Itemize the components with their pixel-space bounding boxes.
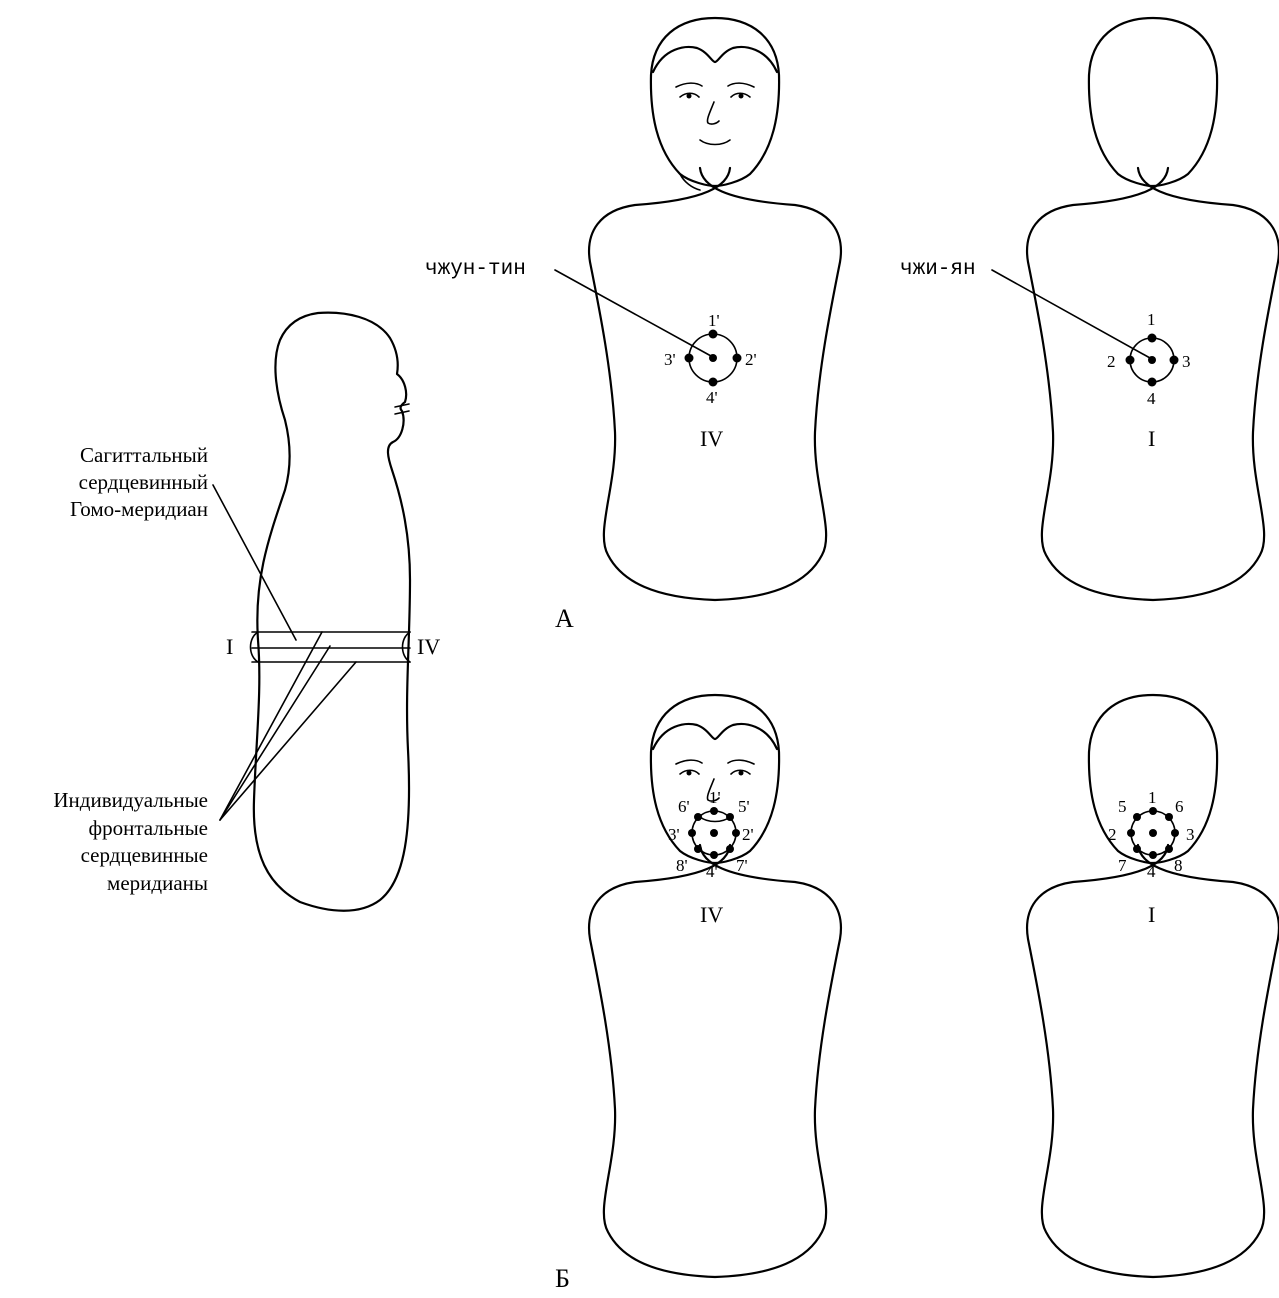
frontal-label-line-1: Индивидуальные: [53, 788, 208, 812]
panel-b: 1' 2' 3' 4' 5' 6' 7' 8' IV: [555, 695, 1279, 1293]
sagittal-label-line-2: сердцевинный: [79, 470, 208, 494]
panel-b-back-roman: I: [1148, 902, 1155, 927]
side-roman-right: IV: [417, 634, 440, 659]
point-3: 3: [1186, 825, 1195, 844]
point-3p: 3': [668, 825, 680, 844]
zhi-yan-label: чжи-ян: [900, 258, 976, 281]
point-5: 5: [1118, 797, 1127, 816]
point-4p: 4': [706, 388, 718, 407]
frontal-label-line-4: меридианы: [107, 871, 208, 895]
sagittal-label-line-1: Сагиттальный: [80, 443, 208, 467]
sagittal-label: Сагиттальный сердцевинный Гомо-меридиан: [70, 443, 208, 521]
panel-a-back-roman: I: [1148, 426, 1155, 451]
point-1p: 1': [708, 311, 720, 330]
panel-b-back-points: 1 2 3 4 5 6 7 8 I: [1108, 788, 1195, 927]
point-7: 7: [1118, 856, 1127, 875]
panel-b-letter: Б: [555, 1264, 570, 1293]
point-3: 3: [1182, 352, 1191, 371]
point-2p: 2': [742, 825, 754, 844]
point-5p: 5': [738, 797, 750, 816]
point-8: 8: [1174, 856, 1183, 875]
sagittal-label-line-3: Гомо-меридиан: [70, 497, 208, 521]
panel-b-back-figure: [1027, 695, 1279, 1277]
point-4p: 4': [706, 862, 718, 881]
panel-a-back-figure: [1027, 18, 1279, 600]
sagittal-leader: [213, 485, 296, 640]
frontal-label-line-2: фронтальные: [88, 816, 208, 840]
point-6: 6: [1175, 797, 1184, 816]
point-2: 2: [1107, 352, 1116, 371]
point-1: 1: [1147, 310, 1156, 329]
panel-a-front-roman: IV: [700, 426, 723, 451]
zhun-tin-leader: [555, 270, 711, 356]
face: [676, 83, 754, 144]
point-3p: 3': [664, 350, 676, 369]
frontal-label: Индивидуальные фронтальные сердцевинные …: [53, 788, 208, 895]
point-8p: 8': [676, 856, 688, 875]
side-view-figure: I IV Сагиттальный сердцевинный Гомо-мери…: [53, 313, 440, 911]
frontal-label-line-3: сердцевинные: [81, 843, 208, 867]
panel-a: чжун-тин 1' 2' 3' 4' IV чжи-ян 1: [425, 18, 1279, 633]
frontal-leader-1: [220, 646, 330, 820]
side-body-outline: [254, 313, 410, 911]
point-1: 1: [1148, 788, 1157, 807]
panel-a-front-points: чжун-тин 1' 2' 3' 4' IV: [425, 258, 757, 451]
panel-b-front-roman: IV: [700, 902, 723, 927]
frontal-leader-2: [220, 632, 322, 820]
panel-a-letter: А: [555, 604, 574, 633]
frontal-leader-3: [220, 662, 356, 820]
point-7p: 7': [736, 856, 748, 875]
panel-b-front-points: 1' 2' 3' 4' 5' 6' 7' 8' IV: [668, 788, 754, 927]
point-1p: 1': [709, 788, 721, 807]
panel-b-front-figure: [589, 695, 841, 1277]
point-6p: 6': [678, 797, 690, 816]
zhun-tin-label: чжун-тин: [425, 258, 526, 281]
point-2p: 2': [745, 350, 757, 369]
point-4: 4: [1147, 862, 1156, 881]
side-roman-left: I: [226, 634, 233, 659]
point-4: 4: [1147, 389, 1156, 408]
point-2: 2: [1108, 825, 1117, 844]
zhi-yan-leader: [992, 270, 1150, 358]
